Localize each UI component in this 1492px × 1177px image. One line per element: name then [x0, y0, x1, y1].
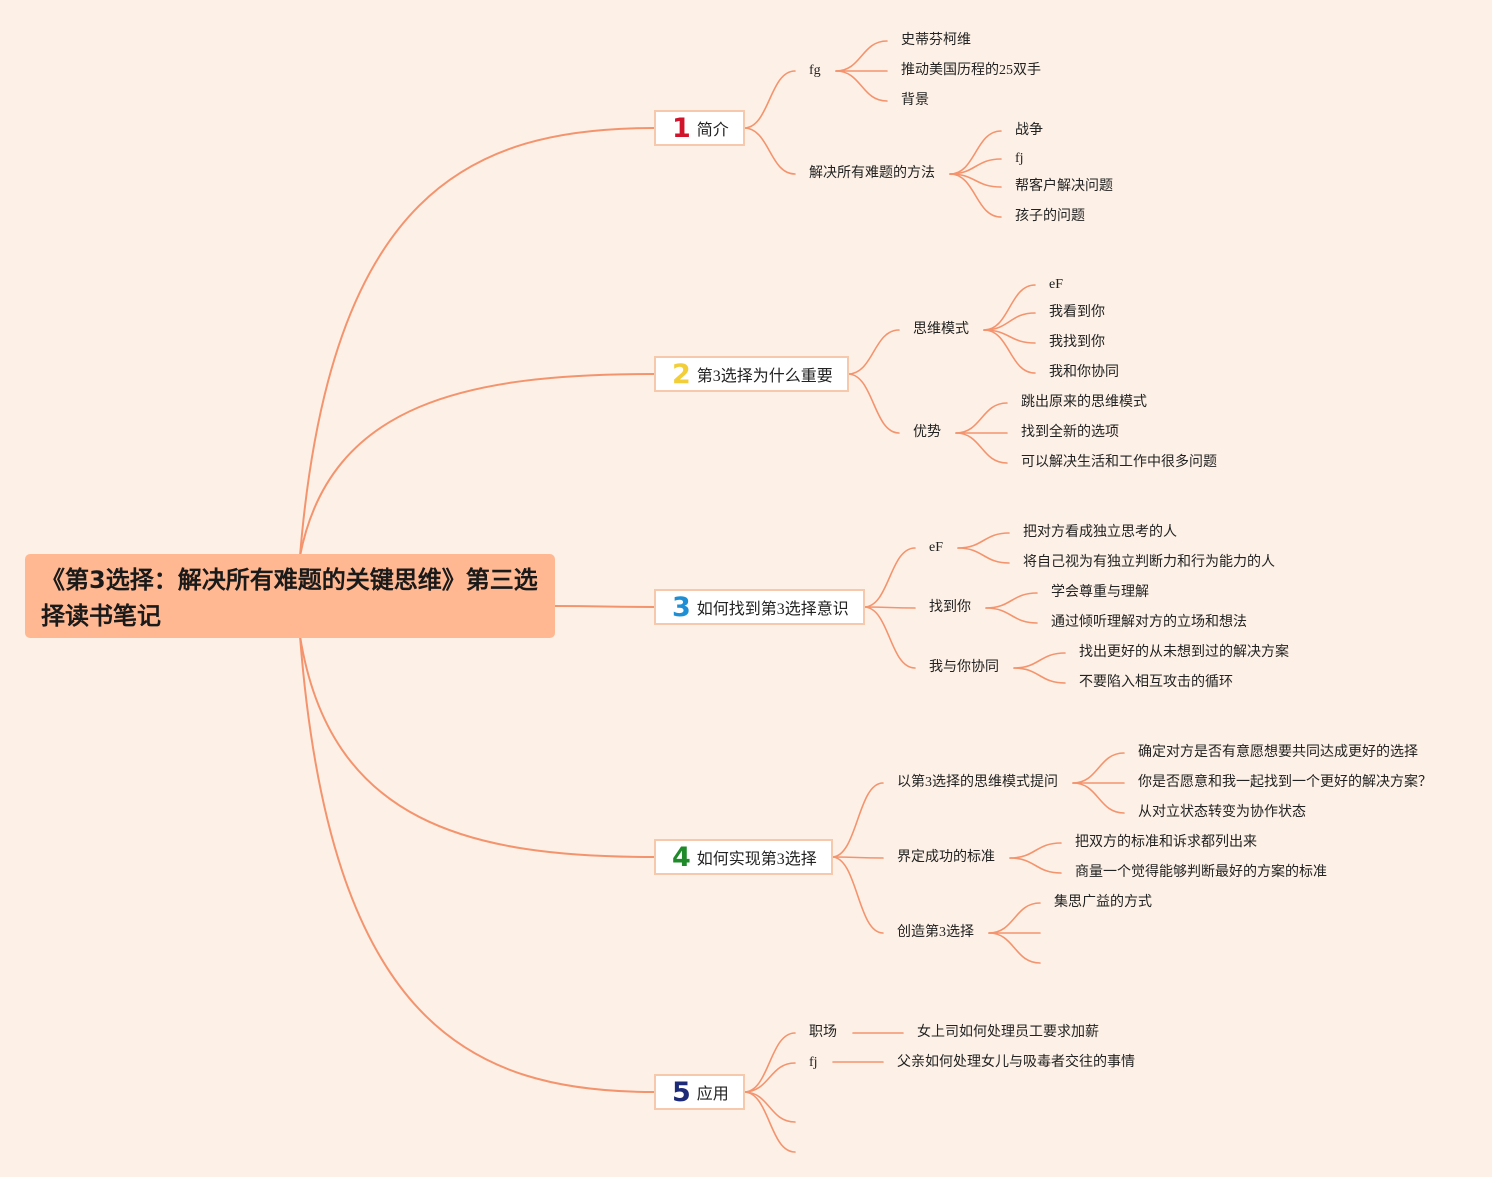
sub-topic[interactable]: 找到你	[929, 600, 971, 615]
root-topic[interactable]: 《第3选择：解决所有难题的关键思维》第三选择读书笔记	[25, 554, 555, 638]
connector-5-0	[955, 402, 1008, 434]
sub-topic[interactable]: fj	[809, 1055, 818, 1070]
leaf-topic[interactable]: 女上司如何处理员工要求加薪	[917, 1025, 1099, 1040]
leaf-topic[interactable]: 从对立状态转变为协作状态	[1138, 805, 1306, 820]
branch-1-node[interactable]: 1 简介	[654, 110, 745, 146]
connector-4-1	[983, 312, 1036, 331]
leaf-topic[interactable]: 学会尊重与理解	[1051, 585, 1149, 600]
sub-topic[interactable]: 以第3选择的思维模式提问	[897, 775, 1058, 790]
leaf-topic[interactable]: 背景	[901, 93, 929, 108]
root-link-4	[299, 635, 655, 858]
leaf-topic[interactable]: 通过倾听理解对方的立场和想法	[1051, 615, 1247, 630]
root-title: 《第3选择：解决所有难题的关键思维》第三选择读书笔记	[41, 566, 538, 630]
connector-8-0	[985, 592, 1038, 609]
sub-topic[interactable]: 创造第3选择	[897, 925, 974, 940]
leaf-topic[interactable]: 把双方的标准和诉求都列出来	[1075, 835, 1257, 850]
connector-13-0	[988, 902, 1041, 934]
connector-14-1	[743, 1062, 796, 1093]
connector-4-3	[983, 329, 1036, 374]
sub-topic[interactable]: eF	[929, 540, 943, 555]
connector-11-2	[1072, 782, 1125, 814]
leaf-topic[interactable]: 找到全新的选项	[1021, 425, 1119, 440]
leaf-topic[interactable]: 推动美国历程的25双手	[901, 63, 1041, 78]
branch-1-number: 1	[672, 112, 691, 144]
connector-7-1	[957, 547, 1010, 564]
leaf-topic[interactable]: 战争	[1015, 123, 1043, 138]
leaf-topic[interactable]: 你是否愿意和我一起找到一个更好的解决方案？	[1138, 775, 1432, 790]
root-link-1	[299, 127, 655, 557]
branch-2-number: 2	[672, 358, 691, 390]
branch-5-number: 5	[672, 1076, 691, 1108]
connector-14-0	[743, 1032, 796, 1093]
leaf-topic[interactable]: 帮客户解决问题	[1015, 179, 1113, 194]
sub-topic[interactable]: 我与你协同	[929, 660, 999, 675]
sub-topic[interactable]: 职场	[809, 1025, 837, 1040]
connector-13-2	[988, 932, 1041, 964]
connector-1-0	[835, 40, 888, 72]
branch-4-node[interactable]: 4 如何实现第3选择	[654, 839, 833, 875]
connector-7-0	[957, 532, 1010, 549]
branch-5-node[interactable]: 5 应用	[654, 1074, 745, 1110]
leaf-topic[interactable]: 集思广益的方式	[1054, 895, 1152, 910]
branch-3-node[interactable]: 3 如何找到第3选择意识	[654, 589, 865, 625]
connector-11-0	[1072, 752, 1125, 784]
connector-6-1	[863, 606, 916, 609]
connector-3-0	[847, 329, 900, 375]
leaf-topic[interactable]: 可以解决生活和工作中很多问题	[1021, 455, 1217, 470]
connector-6-2	[863, 606, 916, 669]
connector-12-1	[1009, 857, 1062, 874]
connector-6-0	[863, 547, 916, 608]
branch-4-number: 4	[672, 841, 691, 873]
leaf-topic[interactable]: 找出更好的从未想到过的解决方案	[1079, 645, 1289, 660]
connector-14-2	[743, 1091, 796, 1123]
connector-0-1	[743, 127, 796, 175]
leaf-topic[interactable]: eF	[1049, 277, 1063, 292]
sub-topic[interactable]: 优势	[913, 425, 941, 440]
sub-topic[interactable]: fg	[809, 63, 821, 78]
connector-1-2	[835, 70, 888, 102]
root-link-2	[299, 373, 655, 557]
leaf-topic[interactable]: 我看到你	[1049, 305, 1105, 320]
leaf-topic[interactable]: 跳出原来的思维模式	[1021, 395, 1147, 410]
leaf-topic[interactable]: 史蒂芬柯维	[901, 33, 971, 48]
branch-2-node[interactable]: 2 第3选择为什么重要	[654, 356, 849, 392]
leaf-topic[interactable]: 将自己视为有独立判断力和行为能力的人	[1023, 555, 1275, 570]
root-link-3	[554, 605, 655, 608]
leaf-topic[interactable]: 把对方看成独立思考的人	[1023, 525, 1177, 540]
connector-3-1	[847, 373, 900, 434]
connector-9-0	[1013, 652, 1066, 669]
connector-9-1	[1013, 667, 1066, 684]
connector-0-0	[743, 70, 796, 129]
connector-10-0	[831, 782, 884, 858]
branch-4-label: 如何实现第3选择	[696, 851, 817, 868]
leaf-topic[interactable]: 商量一个觉得能够判断最好的方案的标准	[1075, 865, 1327, 880]
connector-2-0	[949, 130, 1002, 175]
leaf-topic[interactable]: 我找到你	[1049, 335, 1105, 350]
connector-8-1	[985, 607, 1038, 624]
leaf-topic[interactable]: 我和你协同	[1049, 365, 1119, 380]
root-link-5	[299, 635, 655, 1093]
sub-topic[interactable]: 思维模式	[913, 322, 969, 337]
connector-10-1	[831, 856, 884, 859]
connector-2-3	[949, 173, 1002, 218]
sub-topic[interactable]: 解决所有难题的方法	[809, 166, 935, 181]
branch-2-label: 第3选择为什么重要	[696, 368, 833, 385]
branch-1-label: 简介	[696, 122, 729, 139]
leaf-topic[interactable]: 父亲如何处理女儿与吸毒者交往的事情	[897, 1055, 1135, 1070]
connector-10-2	[831, 856, 884, 934]
connector-14-3	[743, 1091, 796, 1153]
leaf-topic[interactable]: 不要陷入相互攻击的循环	[1079, 675, 1233, 690]
leaf-topic[interactable]: 孩子的问题	[1015, 209, 1085, 224]
branch-3-number: 3	[672, 591, 691, 623]
leaf-topic[interactable]: fj	[1015, 151, 1024, 166]
connector-5-2	[955, 432, 1008, 464]
connector-4-0	[983, 284, 1036, 331]
sub-topic[interactable]: 界定成功的标准	[897, 850, 995, 865]
branch-3-label: 如何找到第3选择意识	[696, 601, 849, 618]
branch-5-label: 应用	[696, 1086, 729, 1103]
connector-12-0	[1009, 842, 1062, 859]
leaf-topic[interactable]: 确定对方是否有意愿想要共同达成更好的选择	[1138, 745, 1418, 760]
